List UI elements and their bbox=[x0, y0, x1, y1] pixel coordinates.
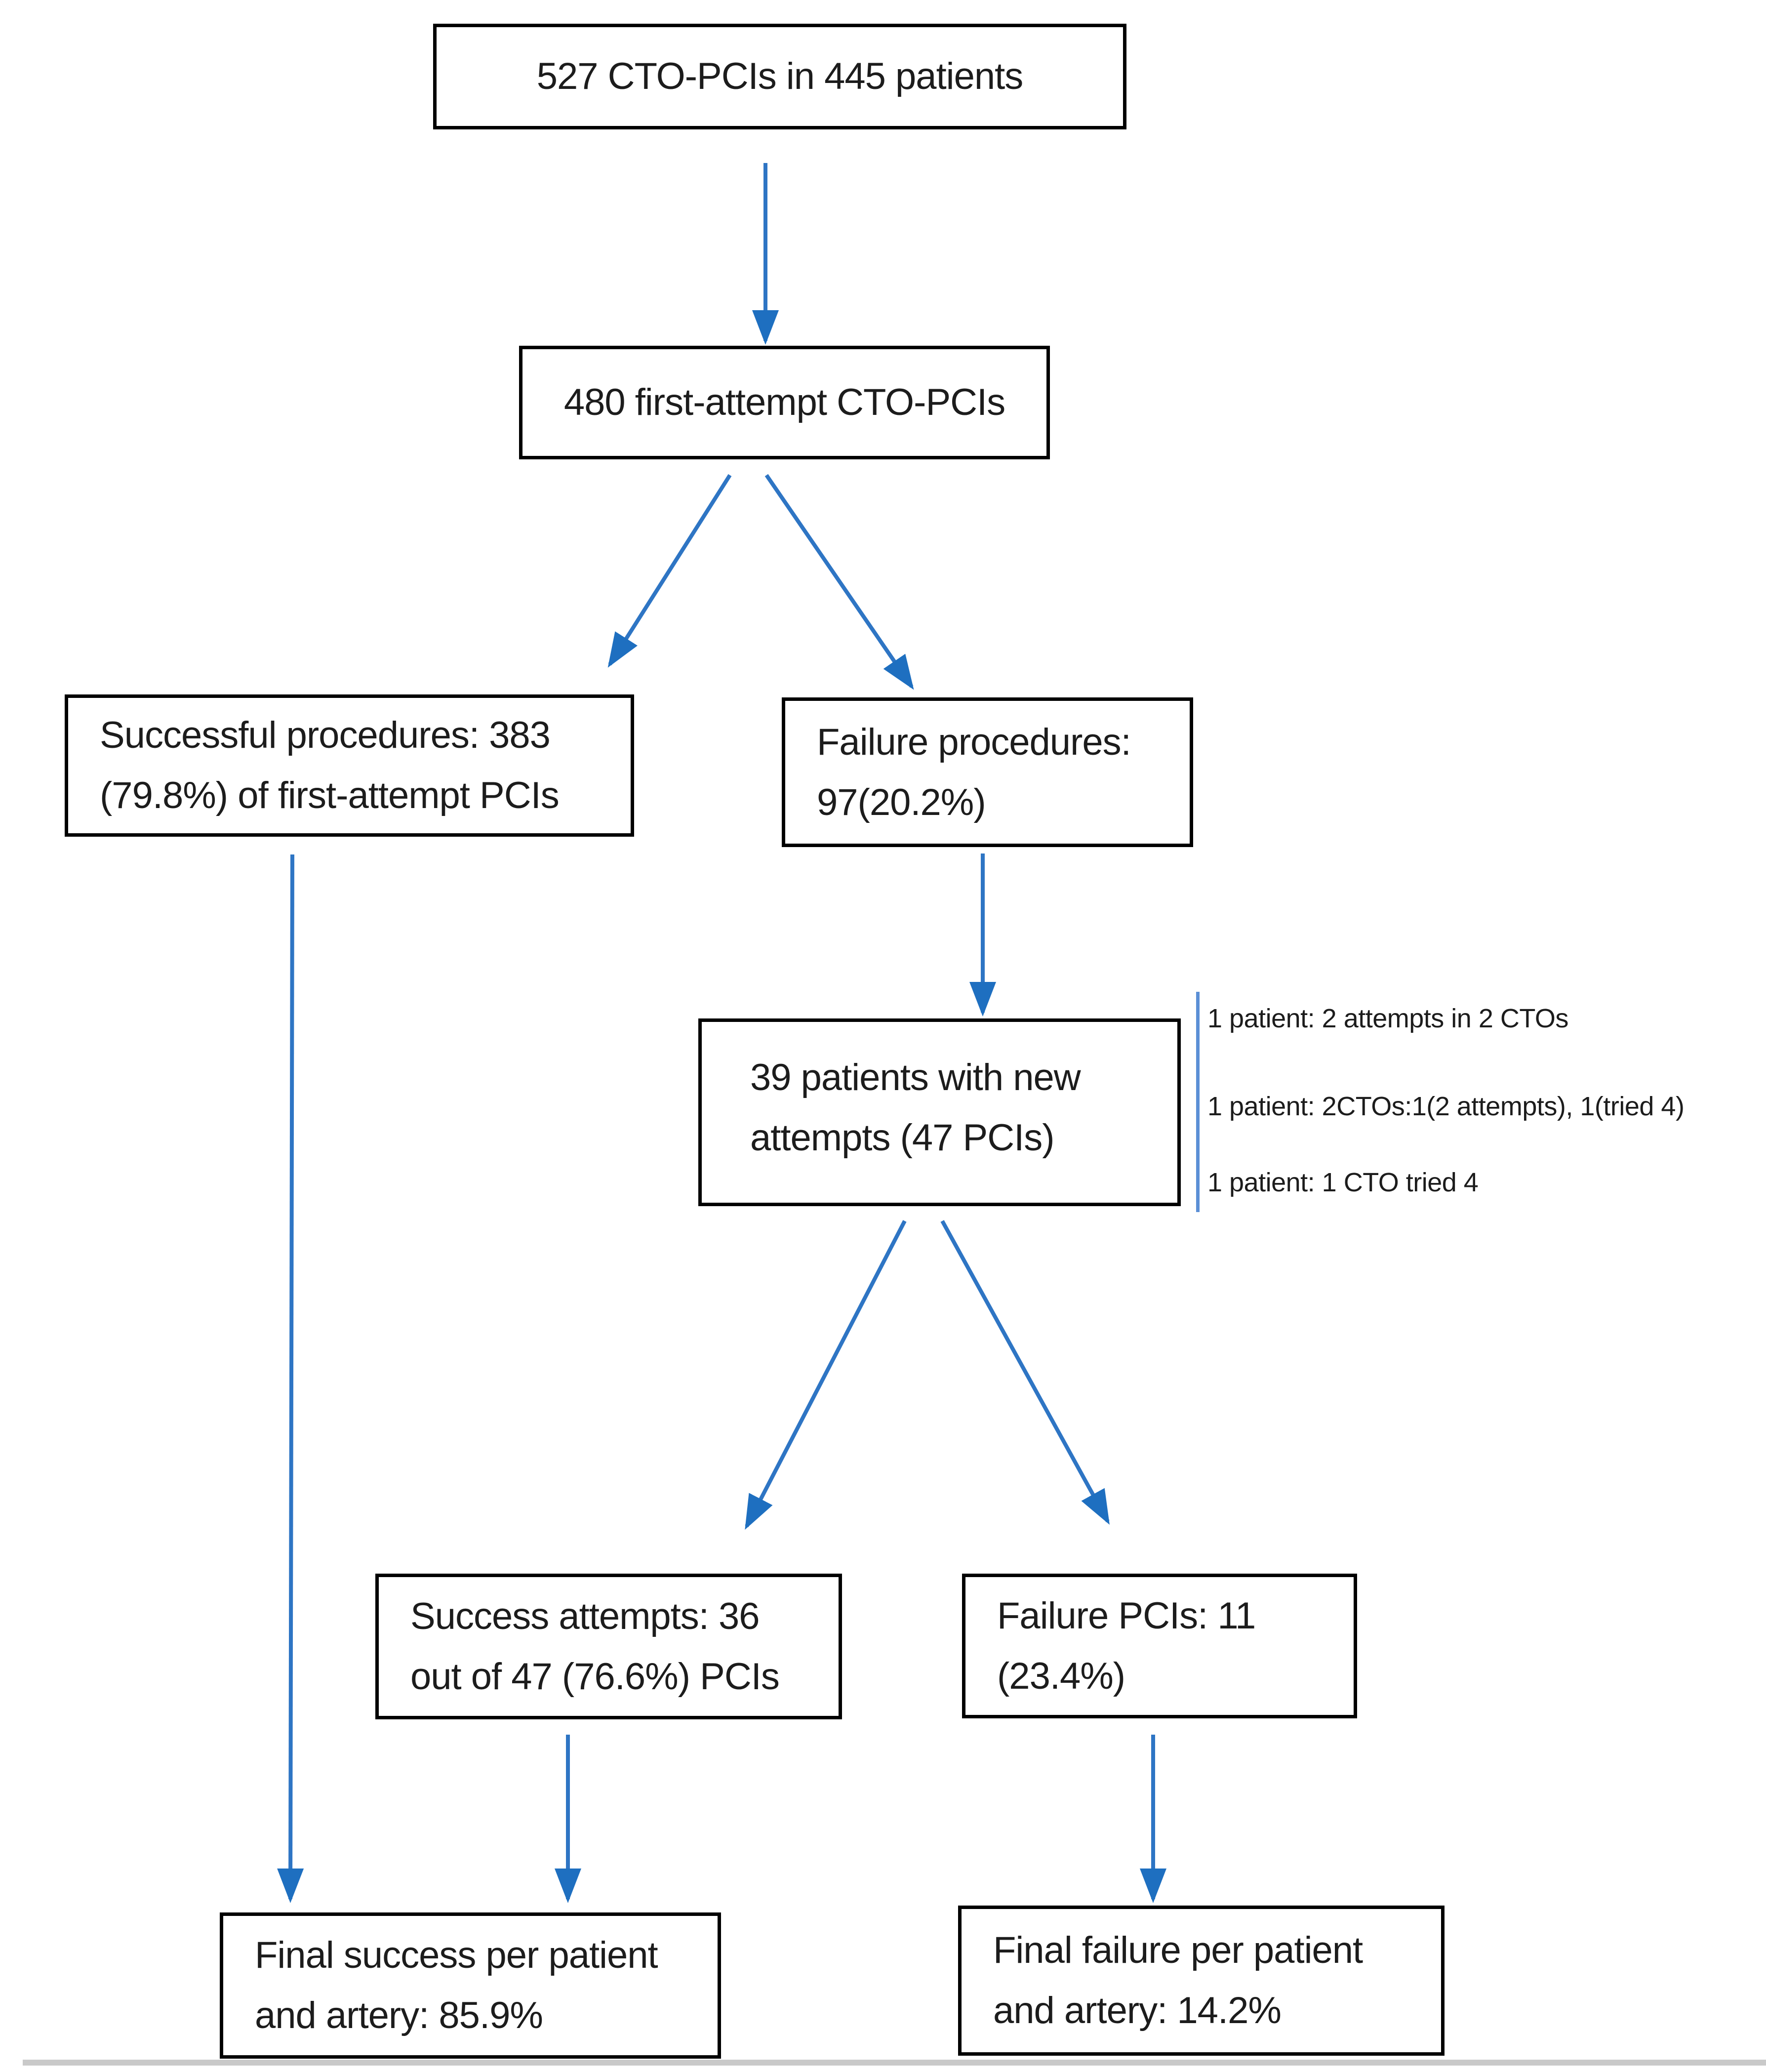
node-successful-procedures-line2: (79.8%) of first-attempt PCIs bbox=[100, 774, 560, 816]
arrow-new-attempts-to-success-retry bbox=[745, 1220, 907, 1530]
annotation-note: 1 patient: 2 attempts in 2 CTOs bbox=[1207, 1003, 1568, 1034]
node-total-cto-pcis: 527 CTO-PCIs in 445 patients bbox=[433, 24, 1126, 129]
node-new-attempts: 39 patients with new attempts (47 PCIs) bbox=[698, 1018, 1181, 1206]
page-edge-divider bbox=[23, 2060, 1766, 2066]
node-new-attempts-line2: attempts (47 PCIs) bbox=[750, 1117, 1055, 1159]
annotation-note-1: 1 patient: 2 attempts in 2 CTOs bbox=[1207, 1004, 1568, 1033]
node-failure-pcis-line1: Failure PCIs: 11 bbox=[997, 1594, 1256, 1637]
node-failure-procedures-line1: Failure procedures: bbox=[817, 721, 1131, 763]
node-final-failure-line1: Final failure per patient bbox=[993, 1929, 1363, 1971]
node-failure-procedures-line2: 97(20.2%) bbox=[817, 781, 986, 823]
node-success-attempts: Success attempts: 36 out of 47 (76.6%) P… bbox=[375, 1574, 842, 1719]
node-success-attempts-line2: out of 47 (76.6%) PCIs bbox=[410, 1655, 780, 1698]
node-final-failure-line2: and artery: 14.2% bbox=[993, 1990, 1282, 2031]
node-failure-procedures: Failure procedures: 97(20.2%) bbox=[782, 697, 1193, 847]
node-final-failure: Final failure per patient and artery: 14… bbox=[958, 1906, 1445, 2056]
annotation-bracket-line bbox=[1196, 992, 1200, 1212]
node-failure-pcis-line2: (23.4%) bbox=[997, 1655, 1125, 1697]
annotation-note-2: 1 patient: 2CTOs:1(2 attempts), 1(tried … bbox=[1207, 1092, 1685, 1121]
node-successful-procedures-line1: Successful procedures: 383 bbox=[100, 714, 551, 756]
node-final-success-line1: Final success per patient bbox=[255, 1934, 658, 1976]
node-first-attempt-cto-pcis: 480 first-attempt CTO-PCIs bbox=[519, 346, 1050, 459]
node-total-label: 527 CTO-PCIs in 445 patients bbox=[536, 55, 1023, 97]
annotation-note: 1 patient: 2CTOs:1(2 attempts), 1(tried … bbox=[1207, 1091, 1685, 1122]
node-failure-pcis: Failure PCIs: 11 (23.4%) bbox=[962, 1574, 1357, 1718]
node-first-attempt-label: 480 first-attempt CTO-PCIs bbox=[563, 381, 1005, 423]
node-successful-procedures: Successful procedures: 383 (79.8%) of fi… bbox=[65, 694, 634, 837]
node-final-success: Final success per patient and artery: 85… bbox=[220, 1912, 721, 2059]
node-new-attempts-line1: 39 patients with new bbox=[750, 1056, 1081, 1098]
arrow-success-first-to-final-success bbox=[277, 854, 304, 1903]
annotation-note: 1 patient: 1 CTO tried 4 bbox=[1207, 1167, 1479, 1198]
arrow-new-attempts-to-failure-retry bbox=[940, 1220, 1110, 1525]
arrow-first-attempt-to-success-first bbox=[607, 474, 732, 668]
annotation-note-3: 1 patient: 1 CTO tried 4 bbox=[1207, 1168, 1479, 1197]
node-final-success-line2: and artery: 85.9% bbox=[255, 1994, 543, 2036]
arrow-first-attempt-to-failure-first bbox=[764, 474, 914, 690]
node-success-attempts-line1: Success attempts: 36 bbox=[410, 1595, 760, 1637]
